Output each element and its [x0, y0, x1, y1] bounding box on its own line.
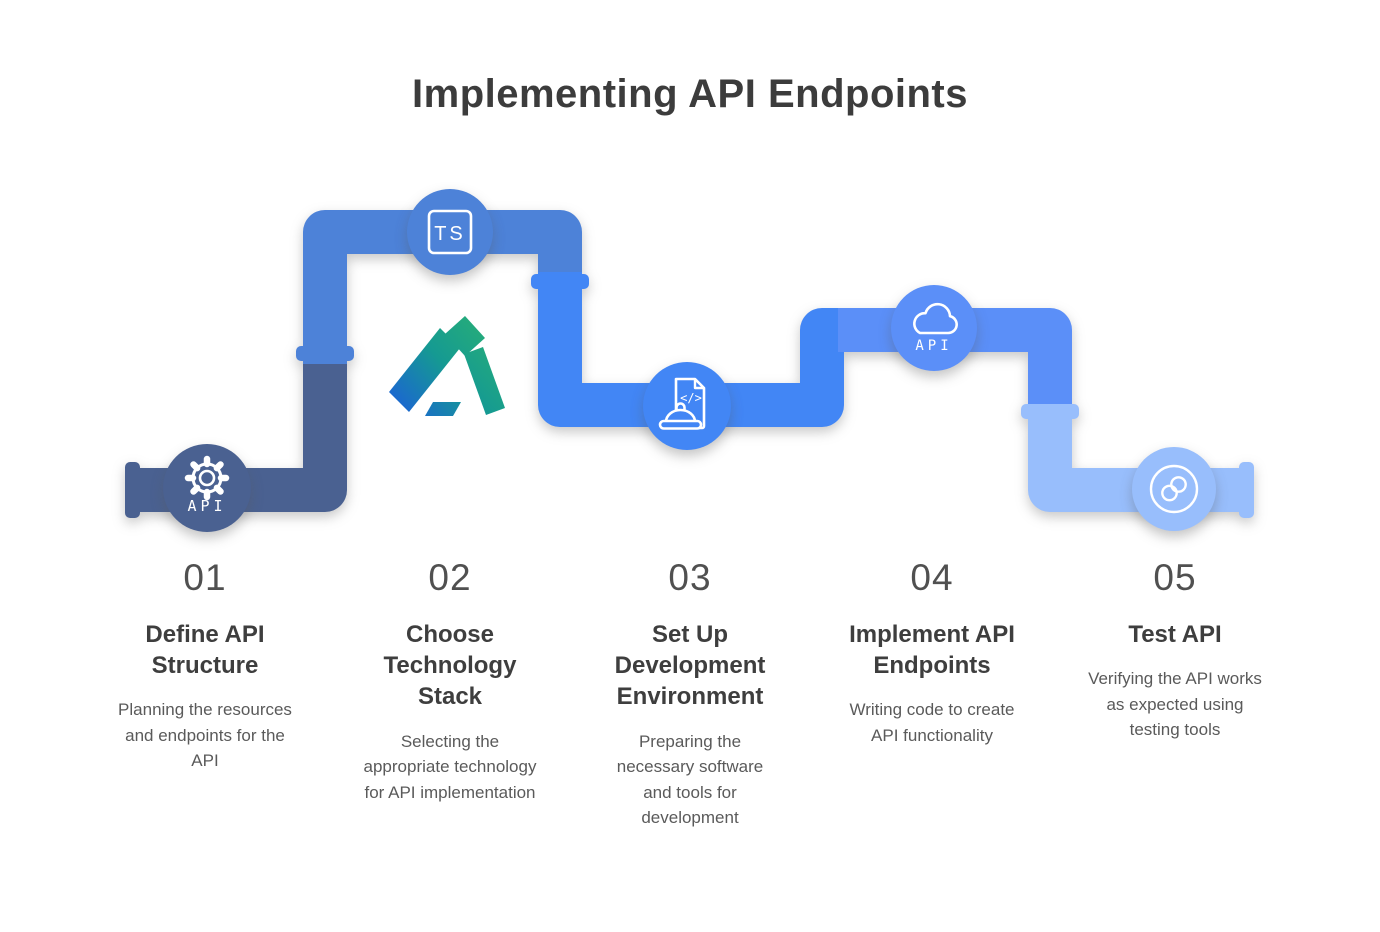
gear-api-icon: API [184, 455, 230, 515]
step-number: 03 [668, 557, 712, 598]
step-description: Preparing the necessary software and too… [616, 731, 764, 828]
step-05-column: 05 Test API Verifying the API works as e… [1050, 557, 1300, 743]
step-description: Selecting the appropriate technology for… [363, 731, 537, 802]
step-number: 04 [910, 557, 954, 598]
node-step-01: API [163, 444, 251, 532]
step-01-column: 01 Define API Structure Planning the res… [80, 557, 330, 774]
pipe-segment-3 [538, 272, 844, 427]
step-title: Set Up Development Environment [614, 621, 766, 711]
step-title: Choose Technology Stack [383, 621, 517, 711]
pipe-coupling-3 [1021, 404, 1079, 419]
node-step-02: TS [407, 189, 493, 275]
typescript-label: TS [434, 223, 466, 245]
step-02-column: 02 Choose Technology Stack Selecting the… [325, 557, 575, 805]
node-step-04: API [891, 285, 977, 371]
brand-logo-icon [389, 316, 505, 416]
node-step-05 [1132, 447, 1216, 531]
cloud-api-label: API [915, 338, 952, 354]
sync-icon [1149, 464, 1199, 514]
step-description: Planning the resources and endpoints for… [118, 700, 292, 771]
gear-api-label: API [187, 497, 226, 515]
pipe-coupling-2 [531, 274, 589, 289]
code-brackets-label: </> [680, 391, 702, 405]
code-document-hard-hat-icon: </> [658, 377, 706, 430]
step-number: 05 [1153, 557, 1197, 598]
step-description: Writing code to create API functionality [849, 700, 1015, 745]
brand-logo [385, 312, 510, 424]
step-03-column: 03 Set Up Development Environment Prepar… [565, 557, 815, 831]
step-04-column: 04 Implement API Endpoints Writing code … [807, 557, 1057, 748]
cloud-api-icon: API [913, 302, 958, 354]
step-description: Verifying the API works as expected usin… [1088, 669, 1262, 740]
hard-hat-icon [658, 402, 703, 430]
step-title: Test API [1128, 621, 1222, 648]
page-title: Implementing API Endpoints [412, 72, 968, 116]
step-title: Define API Structure [145, 621, 265, 680]
typescript-icon: TS [427, 209, 473, 255]
step-number: 02 [428, 557, 472, 598]
step-title: Implement API Endpoints [849, 621, 1015, 680]
step-number: 01 [183, 557, 227, 598]
node-step-03: </> [643, 362, 731, 450]
pipe-end-cap-right [1239, 462, 1254, 518]
pipe-end-cap-left [125, 462, 140, 518]
pipe-coupling-1 [296, 346, 354, 361]
